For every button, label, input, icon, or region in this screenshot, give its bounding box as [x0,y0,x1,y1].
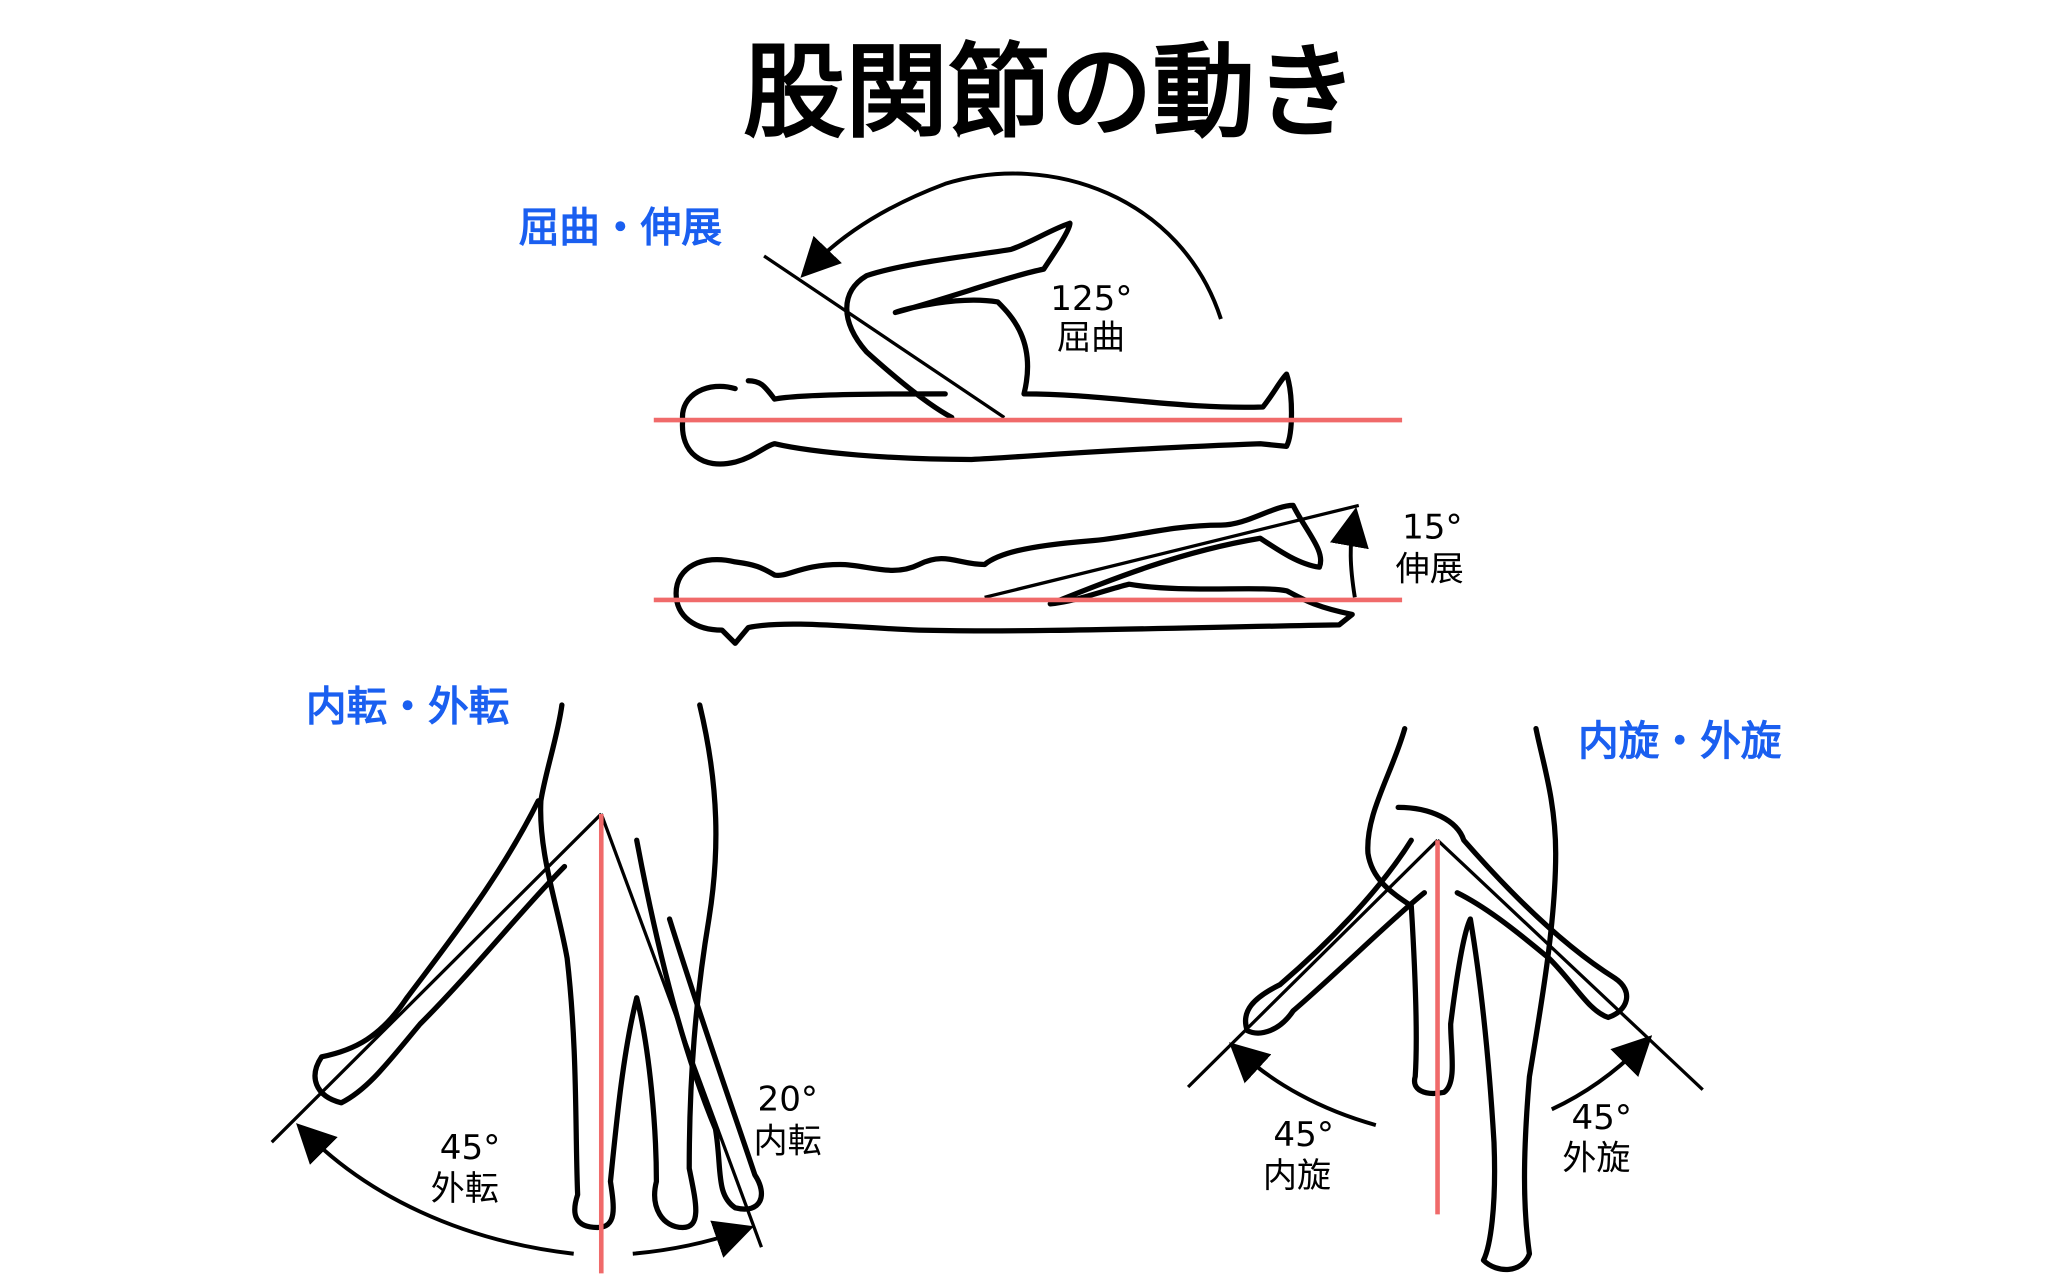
internal-rotation-label: 内旋 [1263,1156,1331,1196]
flexion-arrow [800,171,1223,320]
extension-figure [653,502,1403,646]
section-label-rotation: 内旋・外旋 [1578,717,1782,765]
adduction-angle: 20° [757,1080,818,1120]
adduction-label: 内転 [754,1122,822,1162]
external-rotation-label: 外旋 [1562,1139,1630,1179]
rotation-figure [1186,725,1704,1273]
section-label-flexion-extension: 屈曲・伸展 [519,204,723,252]
page-title: 股関節の動き [743,33,1357,152]
flexion-figure [653,171,1403,467]
adduction-arrow [632,1220,754,1258]
extension-arrow [1330,506,1369,598]
external-rotation-angle: 45° [1571,1098,1632,1138]
abduction-label: 外転 [431,1169,499,1209]
flexion-label: 屈曲 [1057,318,1125,358]
section-label-adduction-abduction: 内転・外転 [306,683,510,731]
extension-label: 伸展 [1396,549,1464,589]
abduction-arrow [296,1123,574,1256]
abduction-figure [270,702,765,1274]
internal-rotation-angle: 45° [1273,1115,1334,1155]
abduction-angle: 45° [440,1128,501,1168]
internal-rotation-arrow [1229,1042,1377,1127]
external-rotation-arrow [1550,1035,1653,1112]
extension-angle: 15° [1402,507,1463,547]
flexion-angle: 125° [1050,279,1132,319]
